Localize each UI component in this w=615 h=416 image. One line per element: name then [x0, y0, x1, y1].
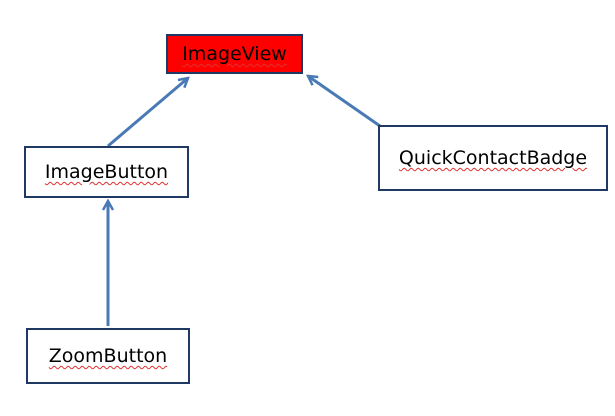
node-imageview: ImageView — [166, 34, 303, 74]
arrow-quickcontactbadge-to-imageview — [308, 76, 381, 128]
node-zoombutton: ZoomButton — [26, 328, 190, 384]
arrow-imagebutton-to-imageview — [107, 78, 188, 148]
node-imageview-label: ImageView — [182, 43, 287, 65]
node-quickcontactbadge-label: QuickContactBadge — [398, 147, 588, 169]
node-zoombutton-label: ZoomButton — [48, 345, 168, 367]
node-imagebutton-label: ImageButton — [44, 161, 169, 183]
node-imagebutton: ImageButton — [24, 146, 189, 198]
node-quickcontactbadge: QuickContactBadge — [378, 125, 608, 191]
